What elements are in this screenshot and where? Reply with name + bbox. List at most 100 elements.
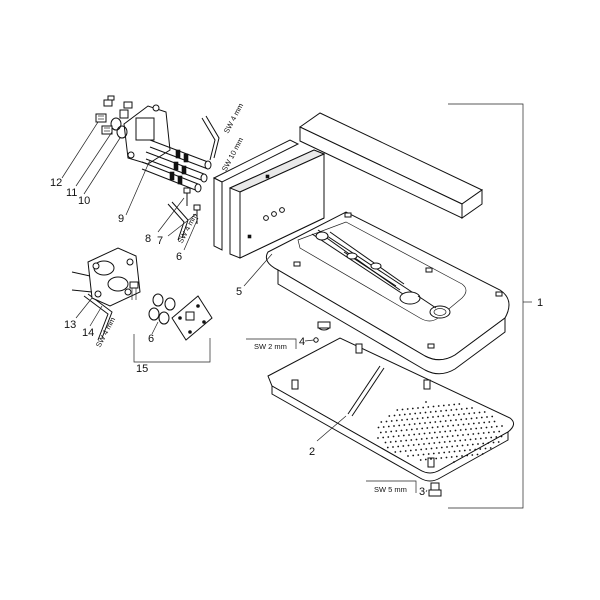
nozzle-dot bbox=[490, 426, 493, 428]
nozzle-dot bbox=[435, 457, 438, 460]
nozzle-dot bbox=[452, 424, 455, 427]
nozzle-dot bbox=[399, 450, 402, 453]
nozzle-dot bbox=[462, 423, 465, 426]
callout-5: 5 bbox=[236, 286, 242, 298]
nozzle-dot bbox=[460, 418, 463, 421]
nozzle-dot bbox=[412, 444, 415, 446]
nozzle-dot bbox=[447, 414, 450, 417]
nozzle-dot bbox=[424, 458, 427, 461]
wall-panel-5 bbox=[212, 139, 326, 259]
nozzle-dot bbox=[404, 450, 407, 452]
nozzle-dot bbox=[395, 430, 398, 432]
nozzle-dot bbox=[456, 434, 459, 437]
nozzle-dot bbox=[426, 427, 429, 429]
assembly-bracket-1 bbox=[448, 103, 532, 509]
nozzle-dot bbox=[442, 404, 445, 407]
nozzle-dot bbox=[471, 407, 473, 409]
callout-15: 15 bbox=[136, 363, 148, 375]
nozzle-dot bbox=[471, 454, 474, 456]
nozzle-dot bbox=[416, 417, 419, 420]
shower-tray bbox=[267, 337, 514, 482]
nozzle-dot bbox=[478, 422, 480, 424]
nozzle-dot bbox=[453, 450, 456, 453]
nozzle-dot bbox=[493, 420, 496, 423]
nozzle-dot bbox=[452, 414, 455, 416]
nozzle-dot bbox=[387, 436, 390, 438]
nozzle-dot bbox=[438, 452, 440, 454]
drain-plug-3 bbox=[428, 482, 442, 497]
callout-8: 8 bbox=[145, 233, 151, 245]
nozzle-dot bbox=[416, 428, 418, 430]
nozzle-dot bbox=[464, 439, 467, 441]
nozzle-dot bbox=[435, 447, 438, 449]
callout-12: 12 bbox=[50, 177, 62, 189]
nozzle-dot bbox=[403, 424, 406, 426]
nozzle-dot bbox=[409, 449, 412, 452]
nozzle-dot bbox=[421, 417, 424, 419]
nozzle-dot bbox=[466, 454, 469, 457]
leader-lines bbox=[61, 121, 428, 493]
nozzle-dot bbox=[487, 431, 490, 434]
nozzle-dot bbox=[466, 444, 469, 446]
callout-2: 2 bbox=[309, 446, 315, 458]
nozzle-dot bbox=[434, 421, 437, 423]
nozzle-dot bbox=[398, 424, 401, 427]
nozzle-dot bbox=[444, 430, 447, 433]
nozzle-dot bbox=[440, 410, 442, 412]
nozzle-dot bbox=[483, 421, 486, 424]
callout-13: 13 bbox=[64, 319, 76, 331]
nozzle-dot bbox=[451, 435, 454, 437]
nozzle-dot bbox=[387, 425, 390, 428]
nozzle-dot bbox=[479, 437, 482, 440]
nozzle-dot bbox=[450, 409, 453, 411]
nozzle-dot bbox=[390, 430, 393, 433]
nozzle-dot bbox=[492, 441, 495, 444]
seal-kit-15 bbox=[133, 293, 213, 363]
nozzle-dot bbox=[482, 432, 485, 434]
nozzle-dot bbox=[446, 435, 449, 438]
nozzle-dot bbox=[483, 411, 486, 413]
nozzle-dot bbox=[468, 412, 471, 415]
nozzle-dot bbox=[458, 450, 461, 452]
nozzle-dot bbox=[459, 429, 462, 431]
nozzle-dot bbox=[500, 435, 503, 438]
nozzle-dot bbox=[408, 423, 411, 426]
nozzle-dot bbox=[433, 431, 436, 434]
nozzle-dot bbox=[449, 430, 452, 432]
nozzle-dot bbox=[397, 445, 400, 448]
screws-7-8 bbox=[183, 187, 201, 224]
nozzle-dot bbox=[470, 417, 473, 420]
nozzle-dot bbox=[411, 407, 414, 410]
nozzle-dot bbox=[457, 424, 460, 426]
nozzle-dot bbox=[413, 423, 416, 425]
nozzle-dot bbox=[424, 422, 426, 424]
nozzle-dot bbox=[417, 454, 420, 456]
nozzle-dot bbox=[451, 445, 454, 448]
nozzle-dot bbox=[429, 411, 432, 413]
nozzle-dot bbox=[486, 416, 488, 418]
nozzle-dot bbox=[428, 442, 431, 445]
nozzle-dot bbox=[480, 416, 483, 419]
nozzle-dot bbox=[405, 429, 408, 431]
nozzle-dot bbox=[422, 453, 425, 456]
nozzle-dot bbox=[474, 448, 477, 451]
nozzle-dot bbox=[410, 439, 413, 441]
callout-1: 1 bbox=[537, 297, 543, 309]
tool-label-sw4-top: SW 4 mm bbox=[222, 102, 245, 135]
tool-callout-sw2: SW 2 mm bbox=[246, 338, 297, 351]
nozzle-dot bbox=[431, 426, 434, 429]
nozzle-dot bbox=[443, 441, 446, 443]
nozzle-dot bbox=[495, 425, 498, 428]
nozzle-dot bbox=[417, 407, 419, 409]
nozzle-dot bbox=[393, 414, 396, 417]
nozzle-dot bbox=[454, 440, 456, 442]
nozzle-dot bbox=[429, 421, 432, 424]
nozzle-dot bbox=[392, 435, 395, 438]
nozzle-dot bbox=[459, 439, 462, 442]
nozzle-dot bbox=[425, 437, 428, 440]
nozzle-dot bbox=[385, 420, 388, 423]
nozzle-dot bbox=[436, 426, 439, 428]
tool-label-sw4-bottom: SW 4 mm bbox=[94, 316, 117, 349]
tool-label-sw2: SW 2 mm bbox=[254, 342, 287, 351]
